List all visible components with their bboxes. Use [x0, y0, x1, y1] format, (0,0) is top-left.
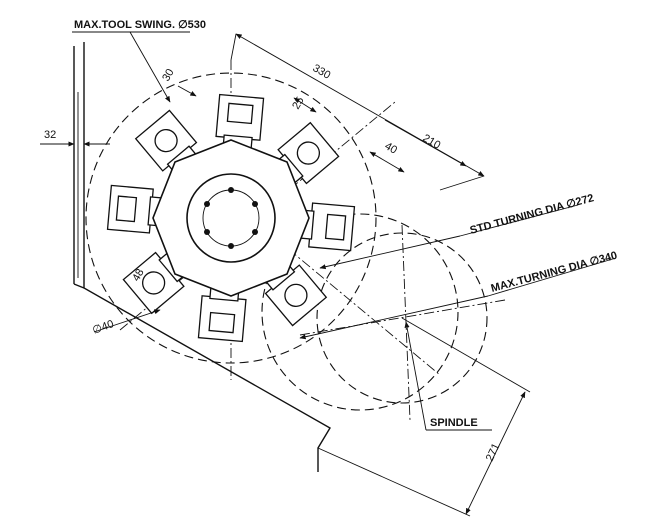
max-tool-swing-label: MAX.TOOL SWING. ∅530 — [74, 19, 206, 31]
dim-48: 48 — [130, 267, 147, 284]
max-turning-dia-label: MAX.TURNING DIA ∅340 — [490, 250, 619, 295]
std-turning-dia-label: STD TURNING DIA ∅272 — [469, 192, 596, 237]
enclosure-outline — [73, 42, 331, 472]
turret-disc — [152, 139, 310, 297]
dim-32: 32 — [44, 129, 56, 141]
dimension-lines — [40, 33, 531, 517]
leader-lines — [72, 31, 617, 431]
dim-40-hole: ∅40 — [91, 318, 116, 337]
max-turning-circle — [261, 213, 459, 411]
dim-30: 30 — [160, 67, 177, 84]
dim-25: 25 — [290, 95, 307, 112]
dim-40-top: 40 — [383, 140, 400, 157]
spindle-label: SPINDLE — [430, 417, 478, 429]
dim-210: 210 — [421, 132, 443, 152]
